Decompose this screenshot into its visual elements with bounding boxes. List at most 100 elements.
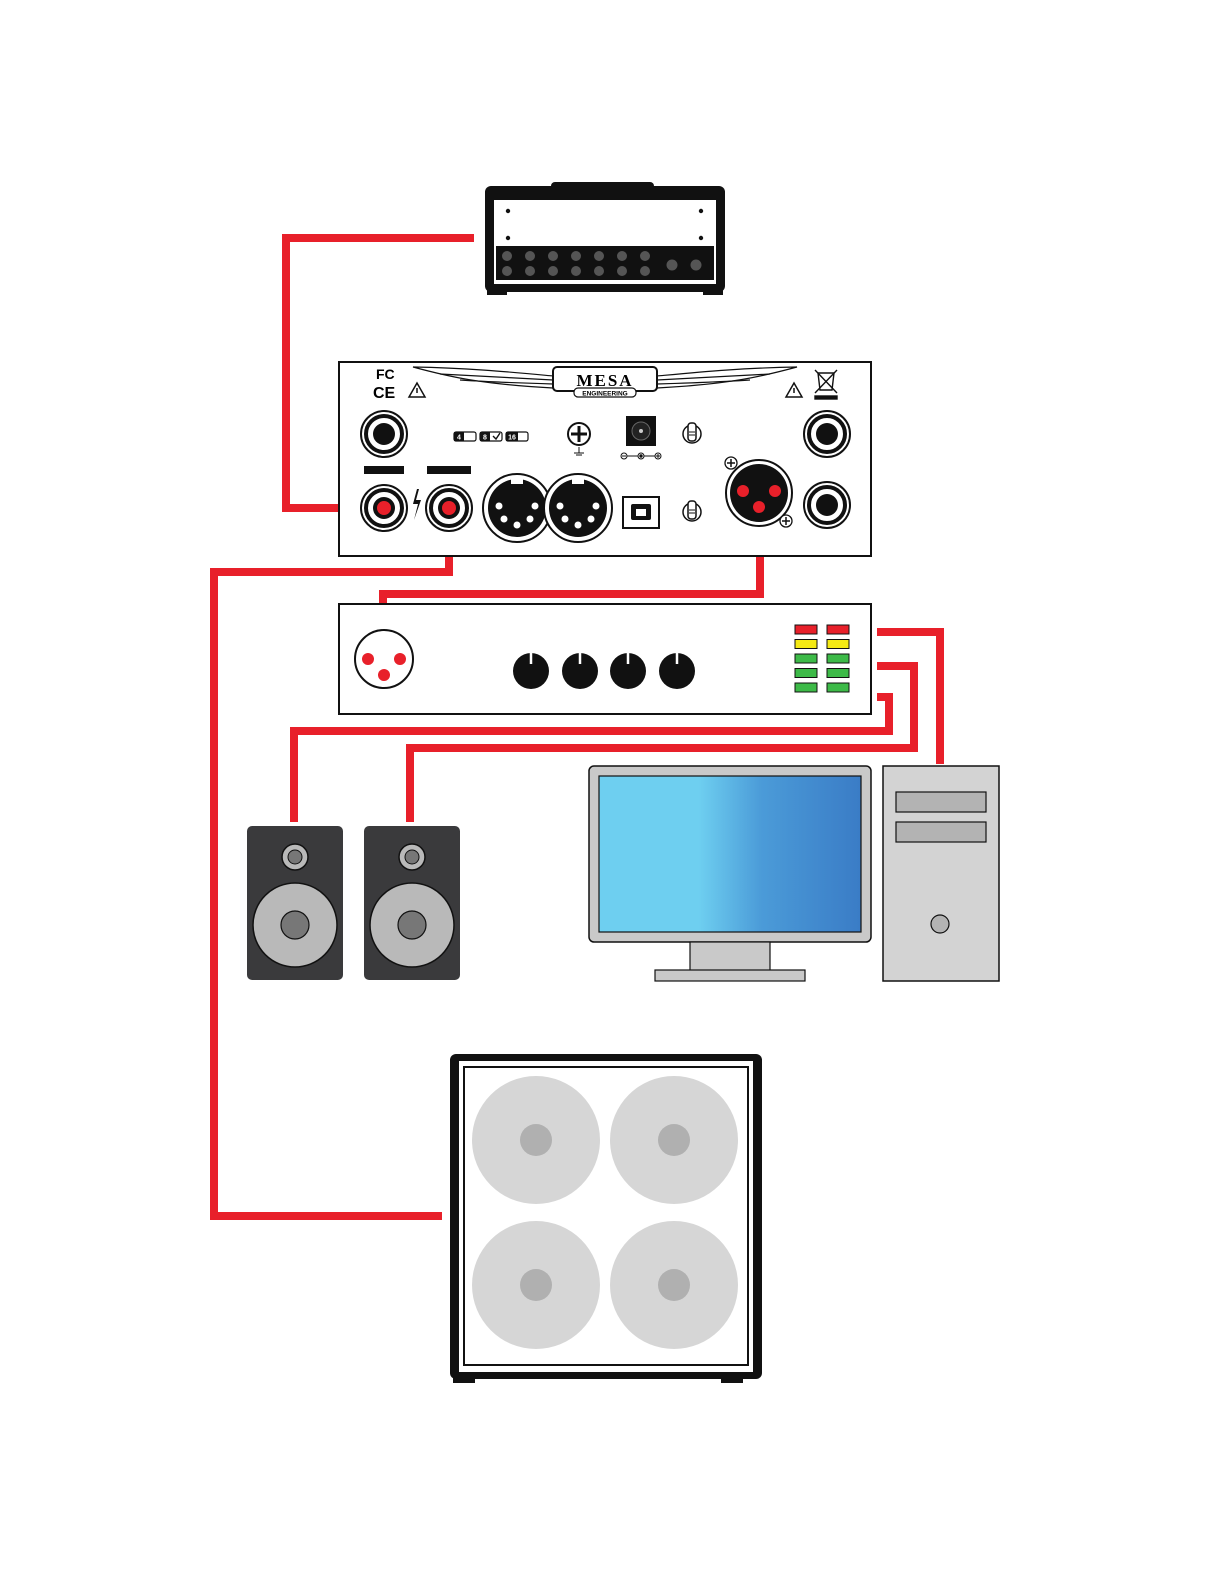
head-knob[interactable] bbox=[617, 251, 627, 261]
midi-pin bbox=[501, 516, 508, 523]
head-screw bbox=[506, 236, 510, 240]
head-knob[interactable] bbox=[502, 266, 512, 276]
head-knob[interactable] bbox=[571, 266, 581, 276]
head-knob[interactable] bbox=[617, 266, 627, 276]
monitor-screen bbox=[599, 776, 861, 932]
head-knob[interactable] bbox=[548, 266, 558, 276]
midi-port[interactable] bbox=[483, 474, 551, 542]
gain-knob[interactable] bbox=[659, 653, 695, 689]
gain-knob[interactable] bbox=[513, 653, 549, 689]
head-screw bbox=[699, 209, 703, 213]
jack-hole bbox=[373, 423, 395, 445]
xlr-pin bbox=[394, 653, 406, 665]
level-led bbox=[827, 625, 849, 634]
quarter-inch-jack[interactable] bbox=[426, 485, 472, 531]
monitor-neck bbox=[690, 942, 770, 972]
quarter-inch-jack[interactable] bbox=[804, 411, 850, 457]
level-led bbox=[827, 669, 849, 678]
monitor-base bbox=[655, 970, 805, 981]
plus-icon bbox=[780, 515, 792, 527]
quarter-inch-jack[interactable] bbox=[361, 485, 407, 531]
interface-frame bbox=[339, 604, 871, 714]
level-led bbox=[795, 640, 817, 649]
midi-pin bbox=[527, 516, 534, 523]
level-led bbox=[795, 669, 817, 678]
midi-pin bbox=[562, 516, 569, 523]
impedance-option-label: 4 bbox=[457, 435, 461, 442]
midi-pin bbox=[575, 522, 582, 529]
head-knob[interactable] bbox=[525, 251, 535, 261]
studio-monitor-right bbox=[364, 826, 460, 980]
head-screw bbox=[506, 209, 510, 213]
level-led bbox=[827, 640, 849, 649]
gain-knob[interactable] bbox=[562, 653, 598, 689]
drive-bay bbox=[896, 822, 986, 842]
xlr-pin bbox=[362, 653, 374, 665]
head-knob[interactable] bbox=[667, 260, 678, 271]
mesa-logo-subtext: ENGINEERING bbox=[582, 391, 628, 398]
xlr-pin bbox=[769, 485, 781, 497]
impedance-selector[interactable]: 4 8 16 bbox=[454, 432, 528, 442]
head-foot-left bbox=[487, 285, 507, 295]
head-knob[interactable] bbox=[571, 251, 581, 261]
midi-pin bbox=[593, 503, 600, 510]
head-knob[interactable] bbox=[640, 266, 650, 276]
tweeter-dome bbox=[405, 850, 419, 864]
tweeter-dome bbox=[288, 850, 302, 864]
quarter-inch-jack[interactable] bbox=[804, 482, 850, 528]
mesa-rear-panel: FC CE MESA ENGINEERIN bbox=[339, 362, 871, 556]
level-led bbox=[827, 654, 849, 663]
head-knob[interactable] bbox=[594, 251, 604, 261]
head-knob[interactable] bbox=[691, 260, 702, 271]
xlr-pin bbox=[753, 501, 765, 513]
xlr-pin bbox=[737, 485, 749, 497]
head-knob[interactable] bbox=[525, 266, 535, 276]
midi-pin bbox=[557, 503, 564, 510]
dc-power-jack[interactable] bbox=[626, 416, 656, 446]
midi-key bbox=[572, 477, 584, 484]
level-led bbox=[795, 625, 817, 634]
studio-monitor-left bbox=[247, 826, 343, 980]
jack-hole bbox=[816, 494, 838, 516]
jack-plug bbox=[442, 501, 456, 515]
power-button[interactable] bbox=[931, 915, 949, 933]
gain-knob[interactable] bbox=[610, 653, 646, 689]
cabinet-speaker bbox=[610, 1076, 738, 1204]
impedance-option-label: 16 bbox=[508, 435, 516, 442]
computer-tower bbox=[883, 766, 999, 981]
quarter-inch-jack[interactable] bbox=[361, 411, 407, 457]
midi-port[interactable] bbox=[544, 474, 612, 542]
midi-key bbox=[511, 477, 523, 484]
xlr-pin bbox=[378, 669, 390, 681]
computer-monitor bbox=[589, 766, 871, 981]
head-knob[interactable] bbox=[640, 251, 650, 261]
level-led bbox=[795, 683, 817, 692]
mesa-logo-text: MESA bbox=[576, 371, 633, 390]
guitar-cabinet-4x12 bbox=[450, 1054, 762, 1383]
head-knob[interactable] bbox=[502, 251, 512, 261]
midi-pin bbox=[588, 516, 595, 523]
speaker-dustcap bbox=[520, 1124, 552, 1156]
woofer-dustcap bbox=[281, 911, 309, 939]
input-label-bar bbox=[364, 466, 404, 474]
amplifier-head bbox=[485, 182, 725, 295]
midi-pin bbox=[514, 522, 521, 529]
cabinet-foot-left bbox=[453, 1371, 475, 1383]
drive-bay bbox=[896, 792, 986, 812]
head-knob[interactable] bbox=[548, 251, 558, 261]
impedance-option-label: 8 bbox=[483, 435, 487, 442]
fcc-mark: FC bbox=[376, 366, 395, 382]
cabinet-foot-right bbox=[721, 1371, 743, 1383]
head-screw bbox=[699, 236, 703, 240]
midi-pin bbox=[496, 503, 503, 510]
level-led bbox=[795, 654, 817, 663]
interface-xlr-input[interactable] bbox=[355, 630, 413, 688]
head-knob[interactable] bbox=[594, 266, 604, 276]
jack-plug bbox=[377, 501, 391, 515]
jack-hole bbox=[816, 423, 838, 445]
cabinet-speaker bbox=[472, 1076, 600, 1204]
usb-port[interactable] bbox=[623, 497, 659, 528]
woofer-dustcap bbox=[398, 911, 426, 939]
speaker-dustcap bbox=[658, 1124, 690, 1156]
